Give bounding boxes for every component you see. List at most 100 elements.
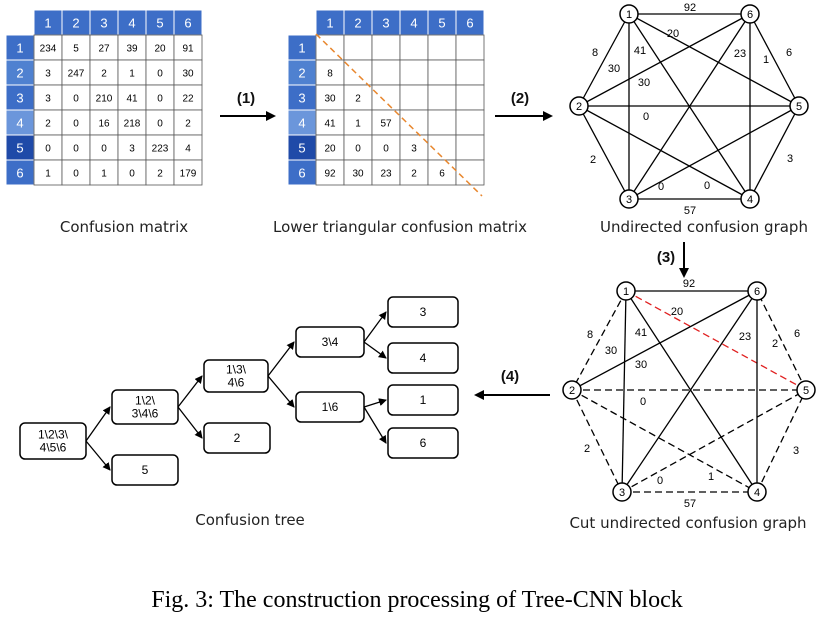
matrix-col-header: 5 bbox=[156, 16, 163, 31]
cut-graph-node-label: 3 bbox=[619, 487, 625, 499]
tree-caption: Confusion tree bbox=[195, 511, 305, 529]
graph-edge-5-6 bbox=[749, 13, 800, 107]
cut-graph-edge-weight: 1 bbox=[708, 471, 714, 483]
matrix-cell bbox=[173, 34, 203, 61]
cut-graph-edge-1-3 bbox=[621, 290, 627, 493]
cut-graph-node-2 bbox=[562, 380, 582, 400]
matrix-col-header: 3 bbox=[100, 16, 107, 31]
graph-edge-weight: 23 bbox=[734, 48, 746, 60]
lower-matrix-cell bbox=[399, 84, 429, 111]
tree-edge-n1246-n2 bbox=[177, 406, 203, 439]
lower-matrix-cell bbox=[343, 59, 373, 86]
lower-matrix-row-header-cell bbox=[287, 109, 317, 136]
cut-graph-edge-weight: 23 bbox=[739, 331, 751, 343]
tree-node-label: 2 bbox=[234, 431, 241, 445]
matrix-cell bbox=[61, 34, 91, 61]
graph-node-label: 3 bbox=[626, 194, 632, 206]
matrix-cell bbox=[173, 59, 203, 86]
matrix-cell-value: 41 bbox=[126, 94, 138, 105]
lower-matrix-cell-value: 8 bbox=[327, 69, 333, 80]
matrix-row-header: 3 bbox=[16, 91, 23, 106]
lower-matrix-cell bbox=[455, 159, 485, 186]
tree-edge-root-n5 bbox=[85, 440, 111, 471]
lower-matrix-col-header-cell bbox=[371, 9, 401, 36]
matrix-cell-value: 0 bbox=[101, 144, 107, 155]
graph-edge-weight: 8 bbox=[592, 47, 598, 59]
step-4-label: (4) bbox=[501, 368, 519, 385]
lower-matrix-cell bbox=[371, 109, 401, 136]
lower-matrix-cell bbox=[371, 159, 401, 186]
graph-edge-weight: 1 bbox=[763, 54, 769, 66]
cut-graph-edge-1-4 bbox=[625, 290, 758, 493]
lower-matrix-cell bbox=[427, 84, 457, 111]
lower-matrix-cell bbox=[427, 34, 457, 61]
graph-edge-2-6 bbox=[578, 13, 751, 107]
matrix-row-header-cell bbox=[5, 59, 35, 86]
cut-graph-node-6 bbox=[747, 281, 767, 301]
graph-edge-weight: 41 bbox=[634, 45, 646, 57]
graph-edge-weight: 30 bbox=[638, 77, 650, 89]
lower-matrix-cell bbox=[371, 34, 401, 61]
cut-graph-edge-5-6 bbox=[756, 290, 807, 391]
matrix-cell-value: 3 bbox=[129, 144, 135, 155]
cut-graph-node-label: 6 bbox=[754, 286, 760, 298]
cut-graph-node-label: 2 bbox=[569, 385, 575, 397]
lower-matrix-row-header: 6 bbox=[298, 166, 305, 181]
matrix-row-header: 4 bbox=[16, 116, 23, 131]
lower-matrix-cell-value: 6 bbox=[439, 169, 445, 180]
matrix-cell-value: 3 bbox=[45, 94, 51, 105]
tree-node-n1 bbox=[387, 384, 459, 416]
step-2-label: (2) bbox=[511, 90, 529, 107]
graph-node-label: 5 bbox=[796, 101, 802, 113]
matrix-cell-value: 16 bbox=[98, 119, 110, 130]
graph-edge-weight: 92 bbox=[684, 2, 696, 14]
tree-edge-n1246-n1346 bbox=[177, 375, 203, 408]
lower-matrix-cell-value: 41 bbox=[324, 119, 336, 130]
tree-edge-n34-n3 bbox=[363, 311, 387, 343]
cut-graph-edge-weight: 8 bbox=[587, 329, 593, 341]
graph-node-label: 6 bbox=[747, 9, 753, 21]
matrix-cell-value: 234 bbox=[40, 44, 57, 55]
matrix-cell bbox=[33, 59, 63, 86]
cut-graph-edge-2-6 bbox=[571, 290, 758, 391]
lower-matrix-cell bbox=[399, 59, 429, 86]
graph-edge-2-4 bbox=[578, 105, 751, 200]
matrix-col-header: 1 bbox=[44, 16, 51, 31]
tree-node-n5 bbox=[111, 454, 179, 486]
lower-matrix-cell bbox=[455, 109, 485, 136]
tree-edge-n1346-n16 bbox=[267, 375, 295, 408]
matrix-cell bbox=[145, 84, 175, 111]
lower-matrix-col-header: 4 bbox=[410, 16, 417, 31]
graph-node-2 bbox=[569, 96, 589, 116]
matrix-cell-value: 2 bbox=[45, 119, 51, 130]
graph-edge-weight: 20 bbox=[667, 28, 679, 40]
lower-matrix-cell bbox=[343, 34, 373, 61]
tree-node-n1346 bbox=[203, 359, 269, 393]
matrix-cell-value: 1 bbox=[129, 69, 135, 80]
graph-edge-weight: 57 bbox=[684, 205, 696, 217]
lower-matrix-cell bbox=[371, 59, 401, 86]
matrix-row-header: 2 bbox=[16, 66, 23, 81]
cut-graph-edge-weight: 41 bbox=[635, 327, 647, 339]
graph-edge-weight: 0 bbox=[658, 181, 664, 193]
graph-node-5 bbox=[789, 96, 809, 116]
matrix-cell bbox=[117, 59, 147, 86]
lower-matrix-cell bbox=[427, 159, 457, 186]
matrix-cell-value: 0 bbox=[157, 119, 163, 130]
matrix-cell-value: 4 bbox=[185, 144, 191, 155]
cut-graph-edge-weight: 2 bbox=[772, 338, 778, 350]
matrix-row-header: 6 bbox=[16, 166, 23, 181]
graph-edge-4-5 bbox=[749, 105, 800, 200]
tree-node-label: 1\2\3\4\6 bbox=[132, 394, 159, 421]
matrix-cell-value: 5 bbox=[73, 44, 79, 55]
tree-node-label: 3 bbox=[420, 305, 427, 319]
tree-node-n6 bbox=[387, 427, 459, 459]
lower-matrix-col-header: 3 bbox=[382, 16, 389, 31]
tree-node-label: 1\6 bbox=[322, 400, 339, 414]
matrix-cell-value: 0 bbox=[73, 144, 79, 155]
matrix-col-header: 6 bbox=[184, 16, 191, 31]
matrix-cell bbox=[173, 134, 203, 161]
